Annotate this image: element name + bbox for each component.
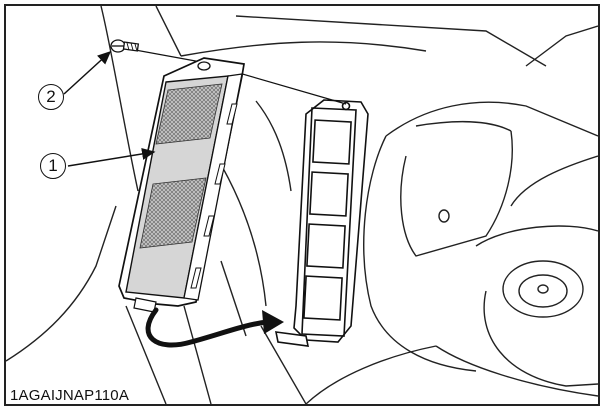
leader-line-2 <box>63 50 112 95</box>
removal-arrow-icon <box>145 307 271 348</box>
diagram-frame: 2 1 1AGAIJNAP110A <box>4 4 600 406</box>
background-interior <box>6 6 598 404</box>
callout-2: 2 <box>38 84 64 110</box>
illustration <box>6 6 598 404</box>
leader-line-1 <box>67 148 156 167</box>
callout-1: 1 <box>40 153 66 179</box>
filter-panel-icon <box>118 57 245 313</box>
screw-icon <box>110 39 140 53</box>
figure-code: 1AGAIJNAP110A <box>8 387 134 404</box>
filter-bracket <box>274 99 369 347</box>
removal-arrowhead <box>262 310 284 334</box>
